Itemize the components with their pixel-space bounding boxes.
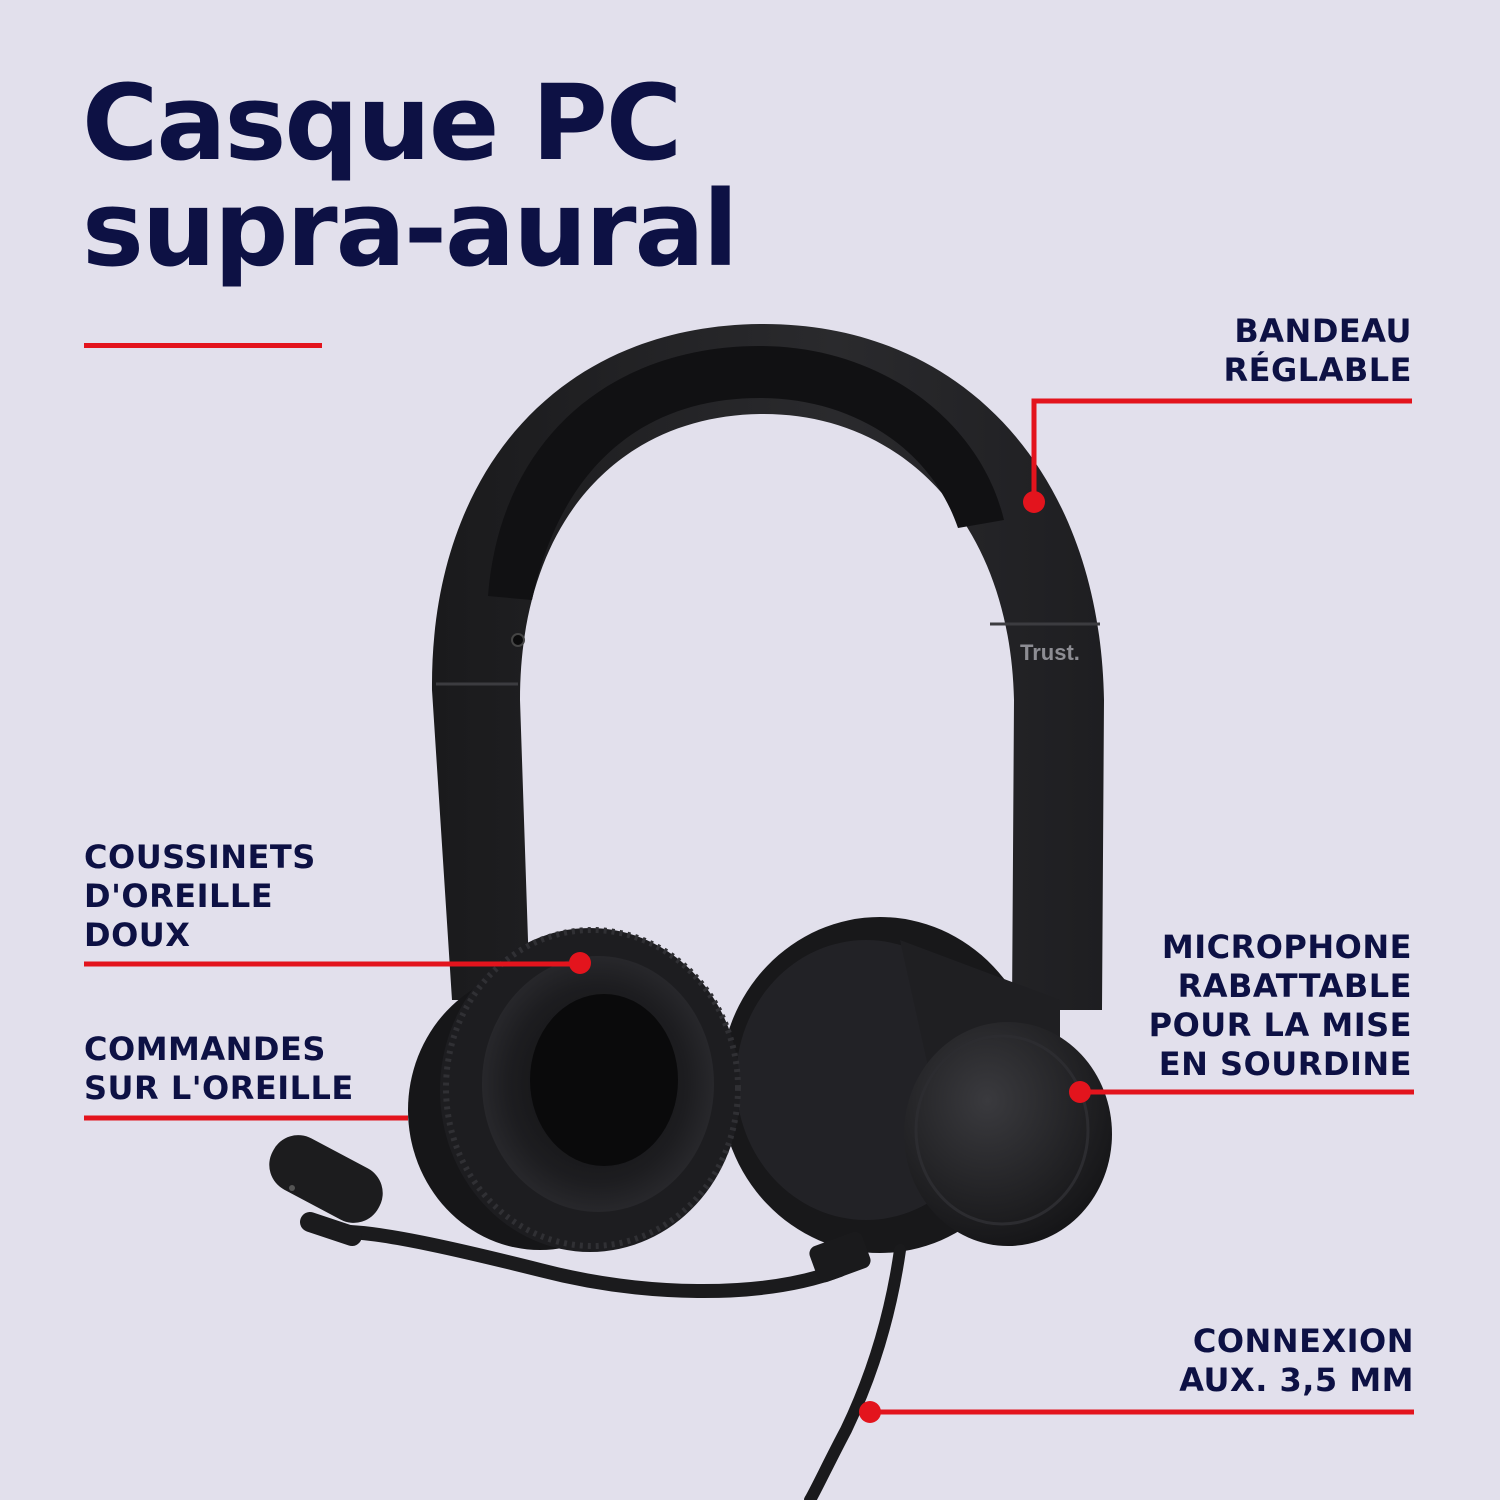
headband-callout-dot [1023, 491, 1045, 513]
microphone-label-line-3: POUR LA MISE [1148, 1006, 1412, 1044]
right-ear-cup [720, 917, 1112, 1253]
connection-label: CONNEXION AUX. 3,5 MM [1179, 1322, 1414, 1400]
cushions-label-line-3: DOUX [84, 916, 191, 954]
connection-label-line-2: AUX. 3,5 MM [1179, 1361, 1414, 1399]
connection-label-line-1: CONNEXION [1192, 1322, 1414, 1360]
controls-label: COMMANDES SUR L'OREILLE [84, 1030, 354, 1108]
cushions-label-line-2: D'OREILLE [84, 877, 274, 915]
microphone-label-line-4: EN SOURDINE [1158, 1045, 1412, 1083]
microphone-label: MICROPHONE RABATTABLE POUR LA MISE EN SO… [1149, 928, 1412, 1084]
cushions-label-line-1: COUSSINETS [84, 838, 316, 876]
left-ear-cup [408, 927, 741, 1252]
cushions-callout-dot [569, 952, 591, 974]
title-line-2: supra-aural [82, 168, 738, 290]
callout-lines [84, 398, 1414, 1423]
page-title: Casque PC supra-aural [82, 62, 738, 290]
headband-label-line-1: BANDEAU [1234, 312, 1412, 350]
headband-callout-line [1031, 398, 1412, 500]
microphone-capsule [269, 1135, 383, 1223]
microphone-callout-dot [1069, 1081, 1091, 1103]
connection-callout-dot [859, 1401, 881, 1423]
microphone-label-line-2: RABATTABLE [1177, 967, 1412, 1005]
headband-label-line-2: RÉGLABLE [1223, 351, 1412, 389]
headband [431, 323, 1104, 1010]
microphone-label-line-1: MICROPHONE [1161, 928, 1412, 966]
audio-cable [804, 1244, 906, 1500]
title-underline [84, 343, 322, 348]
title-line-1: Casque PC [82, 62, 682, 184]
controls-label-line-1: COMMANDES [84, 1030, 326, 1068]
headband-label: BANDEAU RÉGLABLE [1223, 312, 1412, 390]
cushions-label: COUSSINETS D'OREILLE DOUX [84, 838, 316, 955]
boom-microphone [269, 1135, 871, 1298]
controls-label-line-2: SUR L'OREILLE [84, 1069, 354, 1107]
brand-logo: Trust. [1020, 640, 1080, 665]
